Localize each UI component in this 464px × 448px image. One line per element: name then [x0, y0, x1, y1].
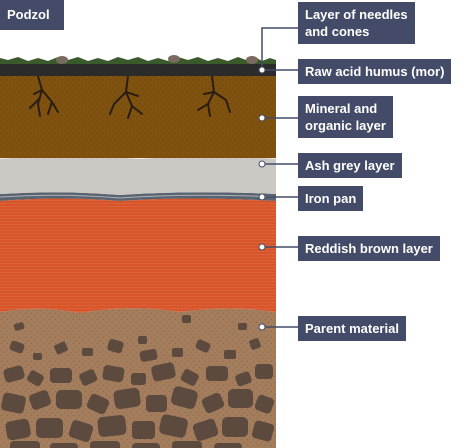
- stones: [1, 315, 275, 448]
- label-humus: Raw acid humus (mor): [298, 59, 452, 84]
- diagram-title: Podzol: [0, 0, 64, 30]
- label-iron-line-1: Iron pan: [305, 191, 357, 206]
- label-needles-line-1: Layer of needles: [305, 7, 408, 22]
- label-ash-line-1: Ash grey layer: [305, 158, 395, 173]
- label-mineral-line-2: organic layer: [305, 118, 386, 133]
- mineral-organic-layer: [0, 75, 276, 158]
- label-parent-material: Parent material: [298, 316, 406, 341]
- roots: [29, 75, 231, 119]
- needle-layer: [0, 55, 276, 64]
- label-needles: Layer of needles and cones: [298, 2, 415, 44]
- humus-layer: [0, 64, 276, 76]
- label-humus-line-1: Raw acid humus (mor): [305, 64, 445, 79]
- reddish-brown-layer: [0, 198, 276, 313]
- label-parent-line-1: Parent material: [305, 321, 399, 336]
- label-needles-line-2: and cones: [305, 24, 370, 39]
- label-mineral-line-1: Mineral and: [305, 101, 378, 116]
- label-reddish-brown: Reddish brown layer: [298, 236, 440, 261]
- leader-lines: [261, 27, 298, 328]
- label-reddish-line-1: Reddish brown layer: [305, 241, 433, 256]
- iron-pan-layer: [0, 192, 277, 201]
- label-ash-grey: Ash grey layer: [298, 153, 402, 178]
- label-mineral-organic: Mineral and organic layer: [298, 96, 393, 138]
- label-iron-pan: Iron pan: [298, 186, 364, 211]
- parent-material-layer: [0, 308, 276, 448]
- ash-grey-layer: [0, 155, 277, 195]
- leader-dots: [258, 66, 266, 331]
- cones: [56, 55, 258, 64]
